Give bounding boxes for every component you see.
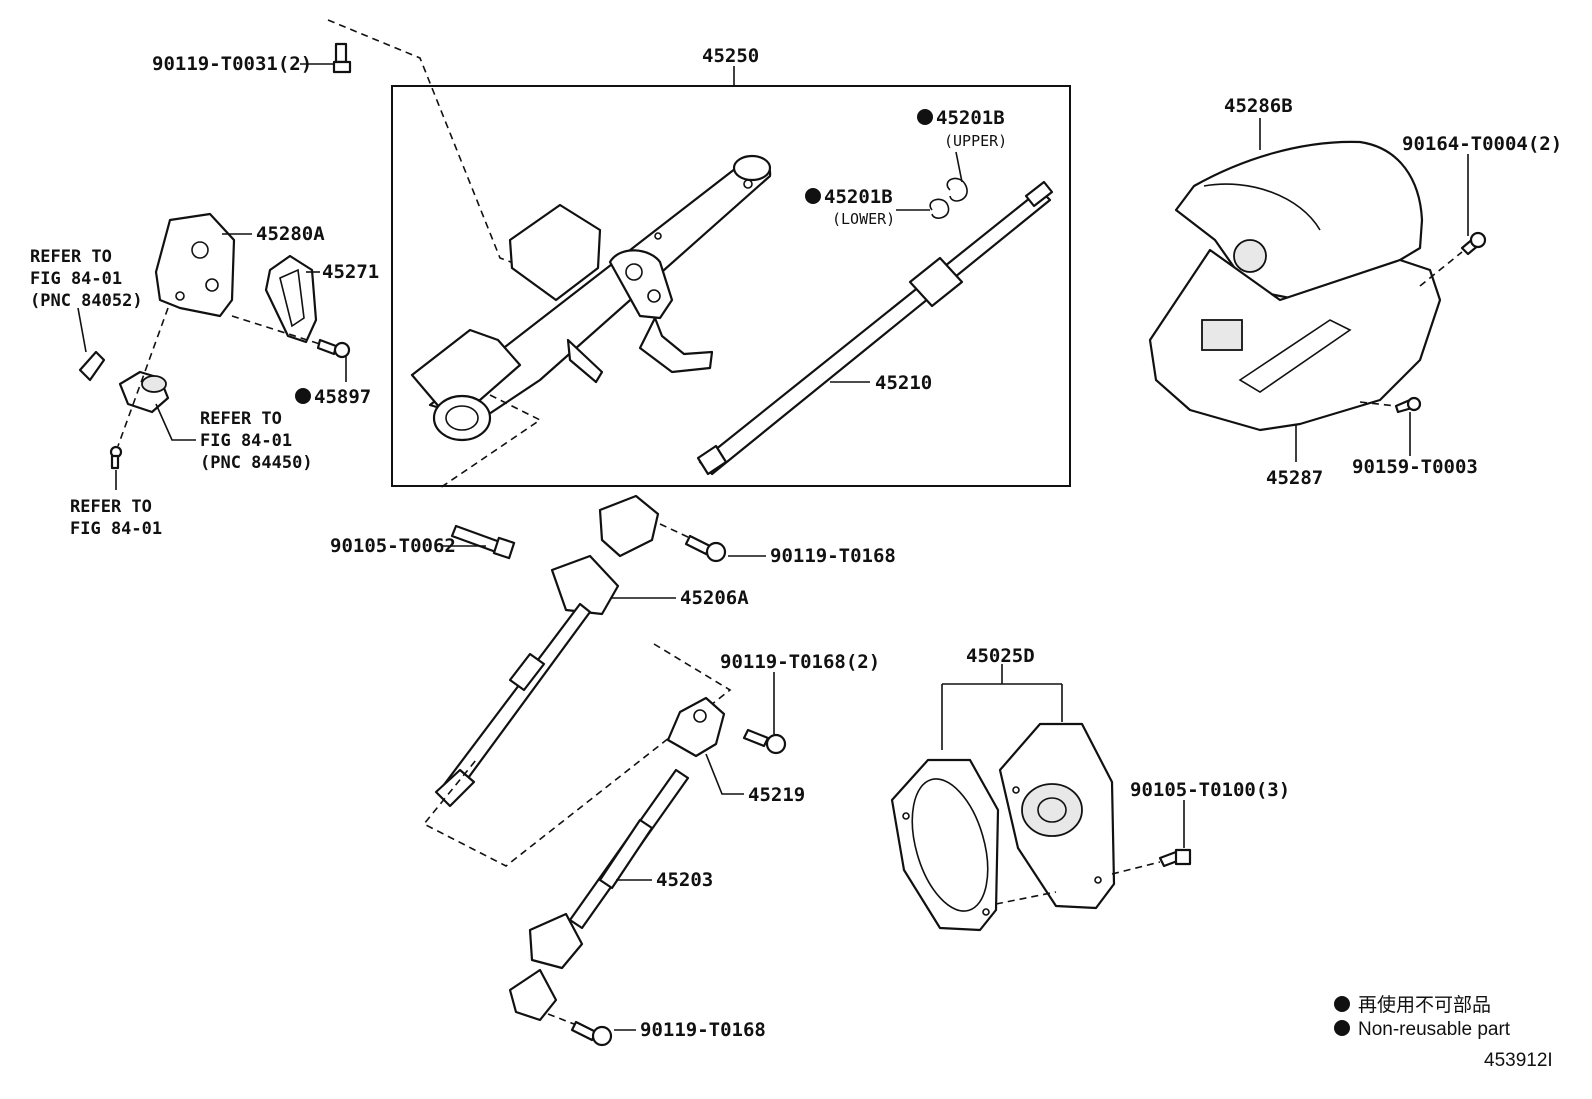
label-refer2-b: FIG 84-01 — [200, 431, 292, 451]
bolt-90119-t0168-lower — [570, 1020, 613, 1047]
column-cover-lower-45287 — [1148, 239, 1442, 432]
main-shaft-45210 — [696, 180, 1054, 476]
legend-en: Non-reusable part — [1358, 1019, 1511, 1040]
boot-plate-right — [998, 722, 1116, 910]
label-lower: (LOWER) — [832, 210, 895, 228]
switch-84450 — [118, 370, 170, 414]
label-45206a: 45206A — [680, 587, 749, 609]
label-refer1-a: REFER TO — [30, 247, 112, 267]
bolt-90105-t0100 — [1158, 848, 1192, 868]
clip-45201b-upper — [946, 177, 968, 202]
label-90119-t0031: 90119-T0031(2) — [152, 53, 312, 75]
figure-id: 453912I — [1484, 1050, 1553, 1071]
screw-45897 — [316, 338, 351, 359]
label-90119-t0168-2: 90119-T0168(2) — [720, 651, 880, 673]
yoke-45219 — [666, 696, 726, 758]
label-45201b-upper: 45201B — [936, 107, 1005, 129]
label-90105-t0100: 90105-T0100(3) — [1130, 779, 1290, 801]
label-45271: 45271 — [322, 261, 379, 283]
cover-45271 — [264, 254, 318, 344]
legend-mark-en — [1334, 1020, 1350, 1036]
legend-mark-jp — [1334, 996, 1350, 1012]
connector-84052 — [78, 350, 106, 382]
screw-90164-t0004 — [1460, 231, 1487, 256]
intermediate-shaft-45206a — [434, 494, 660, 808]
label-45210: 45210 — [875, 372, 932, 394]
label-refer3-a: REFER TO — [70, 497, 152, 517]
bolt-90119-t0168-upper — [684, 534, 727, 563]
label-refer1-b: FIG 84-01 — [30, 269, 122, 289]
non-reusable-mark-45897 — [295, 388, 311, 404]
clip-45201b-lower — [929, 198, 950, 219]
label-45219: 45219 — [748, 784, 805, 806]
label-45897: 45897 — [314, 386, 371, 408]
steering-column-tube — [410, 154, 772, 442]
non-reusable-mark-upper — [917, 109, 933, 125]
legend-jp: 再使用不可部品 — [1358, 994, 1491, 1016]
label-90119-t0168-lower: 90119-T0168 — [640, 1019, 766, 1041]
label-90159-t0003: 90159-T0003 — [1352, 456, 1478, 478]
screw-refer3 — [109, 445, 123, 470]
non-reusable-mark-lower — [805, 188, 821, 204]
label-45201b-lower: 45201B — [824, 186, 893, 208]
bolt-90119-t0031 — [332, 42, 352, 74]
label-refer2-a: REFER TO — [200, 409, 282, 429]
shaft-45203 — [508, 768, 690, 1022]
label-45287: 45287 — [1266, 467, 1323, 489]
label-45203: 45203 — [656, 869, 713, 891]
assembly-box-45250 — [391, 85, 1071, 487]
label-refer1-c: (PNC 84052) — [30, 291, 143, 311]
label-upper: (UPPER) — [944, 132, 1007, 150]
bolt-90105-t0062 — [450, 524, 516, 560]
label-90105-t0062: 90105-T0062 — [330, 535, 456, 557]
label-90119-t0168-upper: 90119-T0168 — [770, 545, 896, 567]
label-90164-t0004: 90164-T0004(2) — [1402, 133, 1562, 155]
bracket-45280a — [154, 212, 236, 318]
screw-90159-t0003 — [1394, 396, 1422, 414]
label-45025d: 45025D — [966, 645, 1035, 667]
gasket-plate-left — [890, 758, 1000, 932]
label-45286b: 45286B — [1224, 95, 1293, 117]
label-refer3-b: FIG 84-01 — [70, 519, 162, 539]
label-refer2-c: (PNC 84450) — [200, 453, 313, 473]
label-45280a: 45280A — [256, 223, 325, 245]
bolt-90119-t0168-2 — [742, 728, 787, 755]
label-45250: 45250 — [702, 45, 759, 67]
